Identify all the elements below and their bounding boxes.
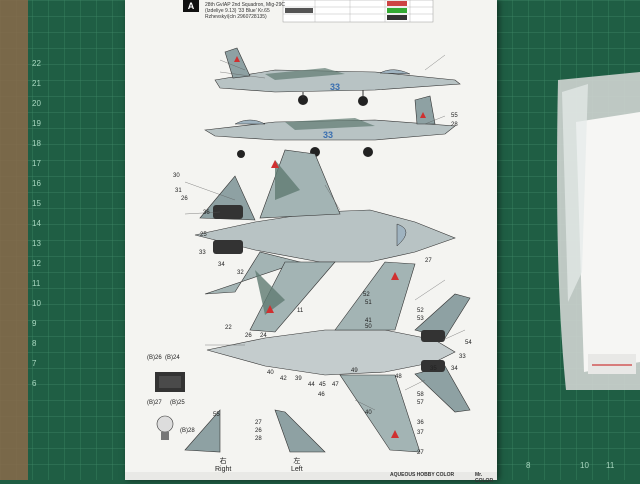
callout: 36 (417, 420, 424, 426)
callout: 11 (297, 308, 304, 314)
callout: 39 (295, 376, 302, 382)
callout: 44 (308, 382, 315, 388)
svg-text:10: 10 (32, 299, 41, 308)
callout: 50 (365, 324, 372, 330)
svg-text:16: 16 (32, 179, 41, 188)
part-label: (B)28 (180, 428, 195, 434)
svg-text:18: 18 (32, 139, 41, 148)
side-view-right: 33 (204, 95, 456, 158)
callout: 31 (175, 188, 182, 194)
callout: 41 (365, 318, 372, 324)
svg-text:17: 17 (32, 159, 41, 168)
legend-aqueous: AQUEOUS HOBBY COLOR (390, 472, 455, 478)
svg-text:21: 21 (32, 79, 41, 88)
svg-text:22: 22 (32, 59, 41, 68)
caption-line-2: (Izdeliye 9.13) '33 Blue' Kr.65 (205, 8, 270, 14)
callout: 22 (225, 325, 232, 331)
svg-text:19: 19 (32, 119, 41, 128)
svg-text:6: 6 (32, 379, 37, 388)
callout: 24 (260, 333, 267, 339)
callout: 33 (459, 354, 466, 360)
callout: 27 (417, 450, 424, 456)
callout: 49 (351, 368, 358, 374)
part-label: (B)24 (165, 355, 180, 361)
svg-text:15: 15 (32, 199, 41, 208)
caption-line-3: Rzhevskyi(cln 2960728135) (205, 14, 267, 20)
callout: 57 (417, 400, 424, 406)
callout: 47 (332, 382, 339, 388)
callout: 48 (395, 374, 402, 380)
svg-text:11: 11 (32, 279, 41, 288)
callout: 33 (199, 250, 206, 256)
svg-text:14: 14 (32, 219, 41, 228)
callout: 27 (425, 258, 432, 264)
section-letter: A (187, 1, 195, 11)
callout: 34 (451, 366, 458, 372)
callout: 45 (319, 382, 326, 388)
callout: 46 (318, 392, 325, 398)
aircraft-drawings: 33 33 (125, 0, 497, 480)
callout: 27 (255, 420, 262, 426)
callout: 52 (417, 308, 424, 314)
callout: 53 (417, 316, 424, 322)
svg-text:7: 7 (32, 359, 37, 368)
svg-text:13: 13 (32, 239, 41, 248)
legend-mr-color: Mr. COLOR (475, 472, 494, 484)
callout: 32 (237, 270, 244, 276)
callout: 51 (365, 300, 372, 306)
callout: 52 (363, 292, 370, 298)
callout: 42 (280, 376, 287, 382)
decal-bag (557, 72, 640, 390)
callout: 58 (417, 392, 424, 398)
svg-text:11: 11 (606, 461, 615, 470)
callout: 28 (451, 122, 458, 128)
part-label: (B)27 (147, 400, 162, 406)
top-view (194, 149, 456, 333)
callout: 40 (365, 410, 372, 416)
svg-text:33: 33 (330, 82, 340, 92)
callout: 26 (255, 428, 262, 434)
side-view-left: 33 (214, 47, 461, 106)
callout: 26 (181, 196, 188, 202)
callout: 35 (430, 366, 437, 372)
caption-line-1: 28th GvIAP 2nd Squadron, Mig-29C (205, 2, 285, 8)
callout: 55 (451, 113, 458, 119)
left-view-label: 左 Left (291, 458, 303, 473)
callout: 37 (417, 430, 424, 436)
callout: 40 (267, 370, 274, 376)
right-view-label: 右 Right (215, 458, 232, 473)
part-label: (B)25 (170, 400, 185, 406)
callout: 54 (465, 340, 472, 346)
svg-text:10: 10 (580, 461, 589, 470)
svg-text:8: 8 (32, 339, 37, 348)
callout: 36 (203, 210, 210, 216)
svg-text:33: 33 (323, 130, 333, 140)
callout: 25 (200, 232, 207, 238)
svg-text:12: 12 (32, 259, 41, 268)
svg-text:8: 8 (526, 461, 531, 470)
callout: 30 (173, 173, 180, 179)
svg-text:9: 9 (32, 319, 37, 328)
callout: 26 (245, 333, 252, 339)
svg-text:20: 20 (32, 99, 41, 108)
callout: 34 (218, 262, 225, 268)
instruction-sheet: 33 33 (125, 0, 497, 484)
callout: 55 (213, 412, 220, 418)
part-label: (B)26 (147, 355, 162, 361)
bottom-view (206, 261, 471, 453)
callout: 28 (255, 436, 262, 442)
